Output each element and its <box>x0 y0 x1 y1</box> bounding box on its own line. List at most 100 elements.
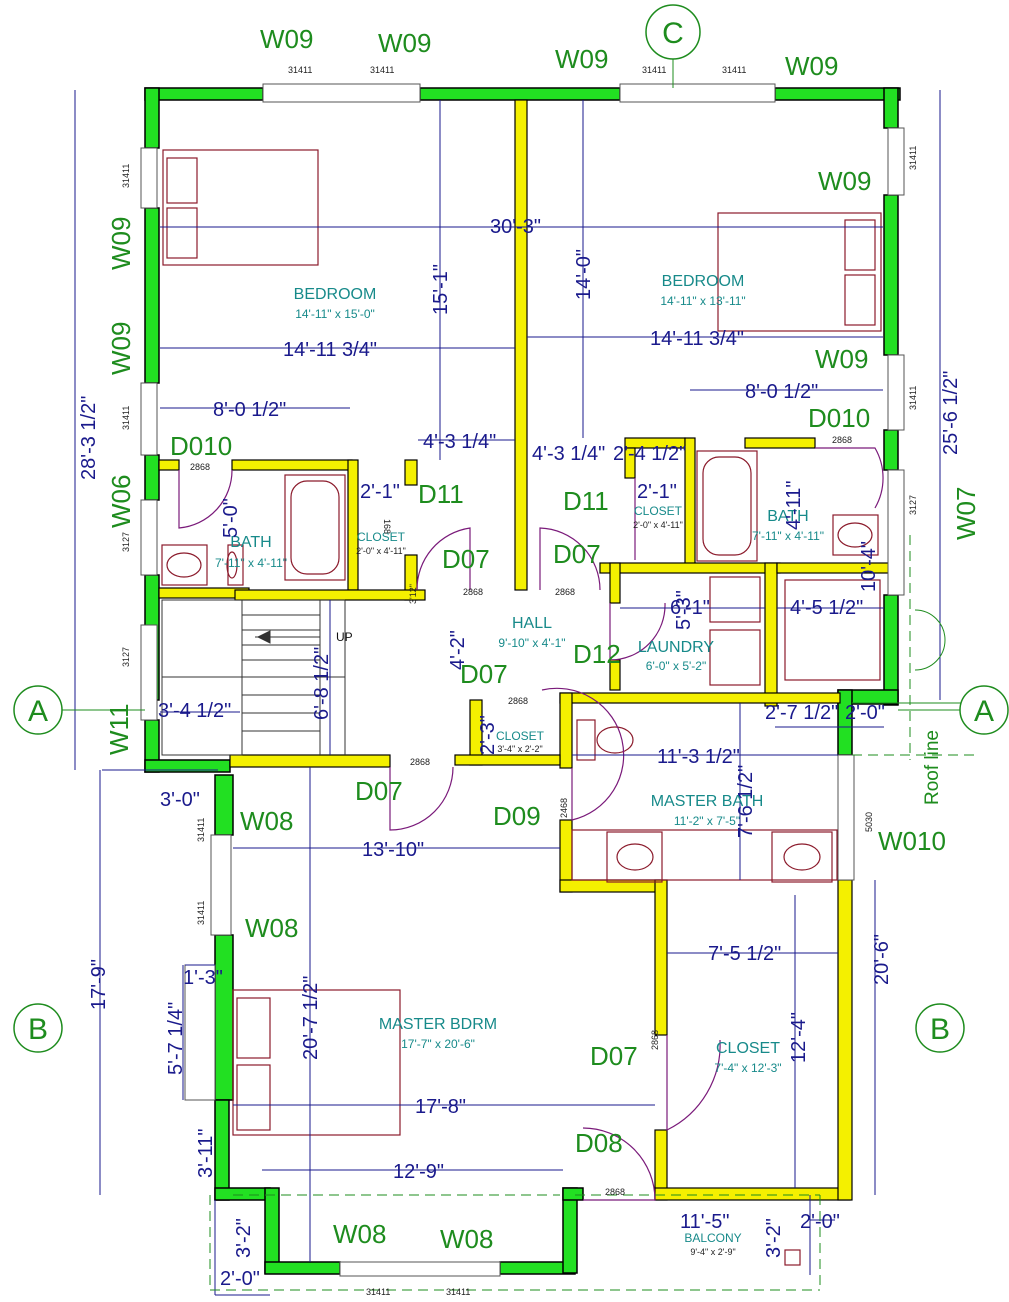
svg-text:2868: 2868 <box>650 1030 660 1050</box>
svg-text:A: A <box>28 695 48 728</box>
room-name: CLOSET <box>357 530 406 544</box>
svg-text:31411: 31411 <box>446 1287 470 1297</box>
grid-markers: C A A B B <box>13 4 1009 1053</box>
window-tag: W06 <box>106 475 136 528</box>
svg-text:31411: 31411 <box>642 65 666 75</box>
window-tag: W09 <box>815 344 868 374</box>
svg-text:168: 168 <box>382 519 392 534</box>
room-size: 14'-11" x 13'-11" <box>660 294 745 308</box>
svg-text:3127: 3127 <box>121 532 131 552</box>
stair-up-label: UP <box>336 630 353 644</box>
svg-text:C: C <box>662 17 684 50</box>
staircase <box>161 599 346 756</box>
grid-lines <box>60 55 962 711</box>
room-name: CLOSET <box>716 1040 780 1057</box>
svg-text:3'12": 3'12" <box>408 584 418 604</box>
dimension-text: 5'-0" <box>220 498 242 538</box>
dimension-text: 4'-3 1/4" <box>423 431 496 453</box>
dimension-text: 5'-3" <box>673 590 695 630</box>
roof-line-marks <box>852 609 980 704</box>
grid-marker-c: C <box>645 4 701 60</box>
room-size: 9'-4" x 2'-9" <box>690 1247 735 1257</box>
dimension-text: 20'-6" <box>871 934 893 985</box>
dimension-text: 6'-1" <box>670 597 710 619</box>
dimension-text: 4'-3 1/4" <box>532 443 605 465</box>
svg-text:31411: 31411 <box>908 386 918 410</box>
window-tag: W010 <box>878 826 946 856</box>
dimension-text: 3'-0" <box>160 789 200 811</box>
svg-text:3127: 3127 <box>121 647 131 667</box>
svg-text:3127: 3127 <box>908 495 918 515</box>
room-name: BALCONY <box>684 1231 741 1245</box>
window-tag: W08 <box>333 1219 386 1249</box>
door-tag: D08 <box>575 1128 623 1158</box>
dimension-text: 14'-0" <box>573 249 595 300</box>
window-tag: W09 <box>785 51 838 81</box>
room-name: MASTER BDRM <box>379 1016 497 1033</box>
room-size: 2'-0" x 4'-11" <box>356 546 406 556</box>
room-name: HALL <box>512 615 552 632</box>
door-codes: 2868 2868 2868 2868 2868 2868 2868 2868 … <box>190 435 852 1197</box>
dashed-lines <box>209 535 980 1291</box>
dimension-text: 2'-1" <box>637 481 677 503</box>
room-size: 14'-11" x 15'-0" <box>295 307 375 321</box>
dimension-text: 5'-7 1/4" <box>165 1002 187 1075</box>
dimension-text: 4'-5 1/2" <box>790 597 863 619</box>
dimension-text: 3'-4 1/2" <box>158 700 231 722</box>
dimension-text: 15'-1" <box>430 264 452 315</box>
svg-text:31411: 31411 <box>908 146 918 170</box>
svg-text:B: B <box>930 1013 950 1046</box>
window-tag: W09 <box>106 322 136 375</box>
window-tag: W09 <box>378 28 431 58</box>
dimension-text: 17'-9" <box>88 959 110 1010</box>
room-size: 3'-4" x 2'-2" <box>497 744 542 754</box>
svg-text:31411: 31411 <box>288 65 312 75</box>
dimension-text: 2'-3" <box>477 715 499 755</box>
room-name: LAUNDRY <box>638 639 715 656</box>
room-size: 11'-2" x 7'-5" <box>674 814 740 828</box>
roof-line-label: Roof line <box>922 730 943 805</box>
dimension-text: 2'-0" <box>845 702 885 724</box>
dimension-text: 2'-7 1/2" <box>765 702 838 724</box>
door-tag: D11 <box>418 479 464 509</box>
dimension-text: 20'-7 1/2" <box>300 976 322 1060</box>
dimension-text: 30'-3" <box>490 216 541 238</box>
window-codes: 31411 31411 31411 31411 31411 31411 3141… <box>121 65 918 1297</box>
room-name: MASTER BATH <box>651 793 764 810</box>
door-tag: D07 <box>460 659 508 689</box>
dimension-labels: 30'-3" 15'-1" 14'-0" 14'-11 3/4" 14'-11 … <box>78 216 962 1290</box>
door-tag: D010 <box>170 431 232 461</box>
dimension-text: 2'-1" <box>360 481 400 503</box>
dimension-text: 13'-10" <box>362 839 424 861</box>
svg-text:2868: 2868 <box>190 462 210 472</box>
room-name: BATH <box>767 508 808 525</box>
room-name: BEDROOM <box>294 286 377 303</box>
dimension-text: 25'-6 1/2" <box>940 371 962 455</box>
window-tag: W08 <box>245 913 298 943</box>
door-tag: D07 <box>553 539 601 569</box>
svg-text:31411: 31411 <box>366 1287 390 1297</box>
window-tag: W11 <box>104 703 134 755</box>
room-size: 7'-11" x 4'-11" <box>215 556 287 570</box>
dimension-text: 7'-5 1/2" <box>708 943 781 965</box>
window-tag: W09 <box>260 24 313 54</box>
dimension-text: 6'-8 1/2" <box>311 647 333 720</box>
windows <box>140 83 905 1277</box>
room-size: 6'-0" x 5'-2" <box>646 659 706 673</box>
interior-walls <box>158 99 893 1201</box>
door-tag: D010 <box>808 403 870 433</box>
dimension-text: 3'-2" <box>233 1218 255 1258</box>
svg-text:31411: 31411 <box>196 901 206 925</box>
dimension-text: 12'-9" <box>393 1161 444 1183</box>
grid-marker-b-left: B <box>13 1003 63 1053</box>
svg-text:31411: 31411 <box>196 818 206 842</box>
dimension-text: 8'-0 1/2" <box>213 399 286 421</box>
window-tags: W09 W09 W09 W09 W09 W09 W09 W09 W06 W07 … <box>104 24 981 1254</box>
dimension-text: 28'-3 1/2" <box>78 396 100 480</box>
dimension-text: 4'-2" <box>447 630 469 670</box>
window-tag: W08 <box>440 1224 493 1254</box>
svg-text:2868: 2868 <box>832 435 852 445</box>
svg-text:31411: 31411 <box>121 164 131 188</box>
dimension-text: 4'-11" <box>783 481 805 530</box>
room-labels: BEDROOM 14'-11" x 15'-0" BEDROOM 14'-11"… <box>215 273 824 1257</box>
